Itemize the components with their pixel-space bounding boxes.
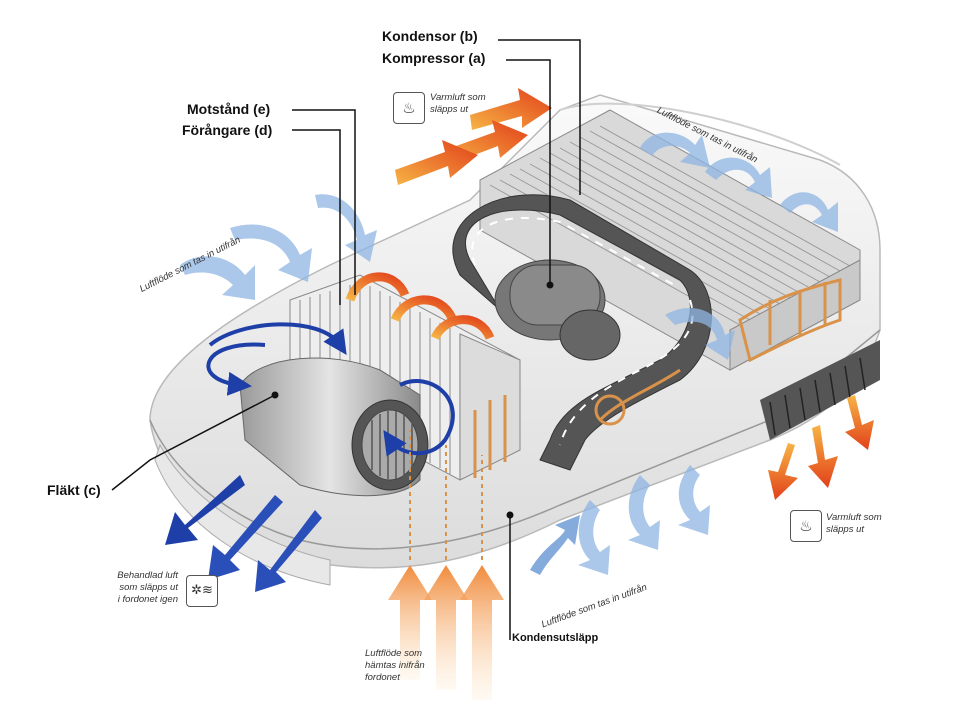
label-kondensor: Kondensor (b)	[382, 28, 478, 44]
fan-air-icon: ✲≋	[186, 575, 218, 607]
drain-callout-dot	[506, 511, 514, 519]
label-flakt: Fläkt (c)	[47, 482, 101, 498]
side-grille	[760, 340, 880, 440]
fan-unit	[239, 357, 429, 497]
cold-outflow-arrows	[165, 475, 322, 592]
label-kompressor: Kompressor (a)	[382, 50, 486, 66]
compressor-assembly	[452, 194, 712, 471]
hot-outflow-top	[395, 88, 552, 185]
resistor-heat-arcs	[345, 272, 495, 341]
condenser-fins	[479, 109, 861, 371]
compressor-callout-dot	[546, 281, 554, 289]
cold-air-swirls	[206, 322, 455, 457]
hot-outflow-right	[768, 395, 874, 500]
heat-waves-icon: ♨	[790, 510, 822, 542]
label-kondensutslapp: Kondensutsläpp	[512, 632, 599, 644]
return-air-arrows	[388, 430, 504, 700]
label-forangare: Förångare (d)	[182, 122, 273, 138]
fan-callout-dot	[271, 391, 279, 399]
label-motstand: Motstånd (e)	[187, 101, 271, 117]
heat-waves-icon: ♨	[393, 92, 425, 124]
inflow-arrows	[180, 132, 838, 575]
evaporator-block	[289, 274, 521, 481]
leader-lines	[111, 39, 581, 640]
